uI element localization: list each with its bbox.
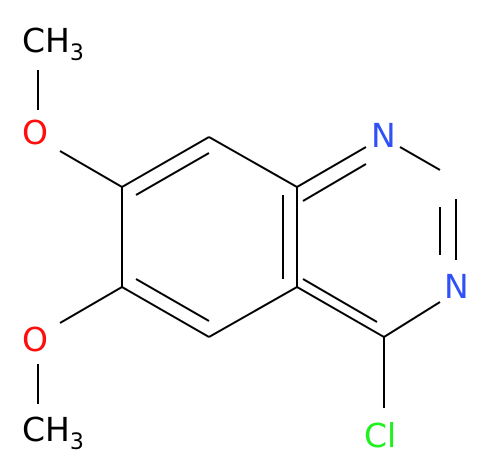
bond-n1-c2 — [399, 146, 441, 171]
bond-c8a-n1 — [296, 146, 367, 188]
nitrogen-3-label: N — [444, 267, 469, 306]
oxygen-top-label: O — [22, 113, 48, 152]
oxygen-bottom-label: O — [22, 320, 48, 359]
bonds — [37, 70, 457, 408]
bond-c4-c4a — [296, 286, 385, 338]
bond-c5-c4a — [208, 286, 298, 338]
bond-c8-c7-inner — [135, 152, 210, 196]
bond-c4-c4a-inner — [302, 278, 378, 323]
bond-c8a-c8 — [208, 136, 298, 188]
bond-c6-c5-inner — [135, 278, 210, 322]
methyl-bottom-label: CH3 — [22, 410, 84, 455]
bond-n3-c4 — [383, 301, 441, 338]
bond-c8-c7 — [121, 136, 210, 188]
methyl-top-label: CH3 — [22, 21, 84, 66]
bond-c7-o-top — [59, 150, 123, 188]
bond-c6-o-bottom — [59, 286, 123, 324]
chlorine-label: Cl — [364, 416, 396, 455]
nitrogen-1-label: N — [371, 116, 396, 155]
bond-c8a-n1-inner — [302, 163, 367, 202]
bond-c6-c5 — [121, 286, 210, 338]
atom-labels: CH3 O O CH3 N N Cl — [22, 21, 469, 455]
